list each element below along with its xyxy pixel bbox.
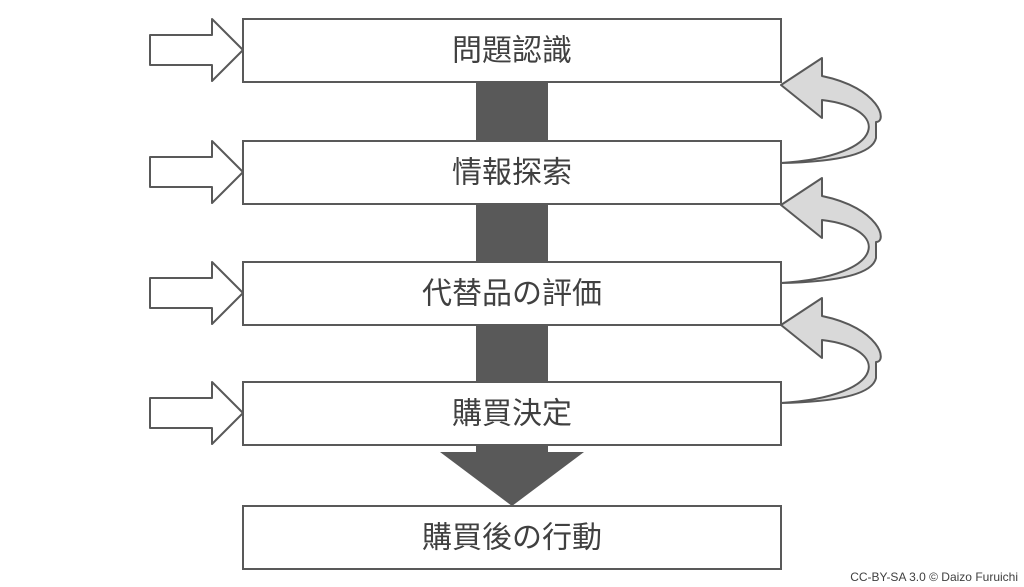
stage-box-information-search: 情報探索: [242, 140, 782, 205]
input-arrow-3: [149, 261, 244, 325]
stage-label: 情報探索: [452, 156, 572, 191]
stage-label: 購買後の行動: [422, 521, 602, 556]
stage-label: 代替品の評価: [422, 277, 602, 312]
input-arrow-2: [149, 140, 244, 204]
stage-label: 問題認識: [452, 34, 572, 69]
input-arrow-4: [149, 381, 244, 445]
stage-box-purchase-decision: 購買決定: [242, 381, 782, 446]
stage-label: 購買決定: [452, 397, 572, 432]
feedback-arrow-2: [780, 177, 882, 284]
stage-box-post-purchase-behavior: 購買後の行動: [242, 505, 782, 570]
feedback-arrow-3: [780, 297, 882, 404]
feedback-arrow-1: [780, 57, 882, 164]
license-credit: CC-BY-SA 3.0 © Daizo Furuichi: [850, 570, 1018, 584]
input-arrow-1: [149, 18, 244, 82]
stage-box-evaluation-of-alternatives: 代替品の評価: [242, 261, 782, 326]
stage-box-problem-recognition: 問題認識: [242, 18, 782, 83]
